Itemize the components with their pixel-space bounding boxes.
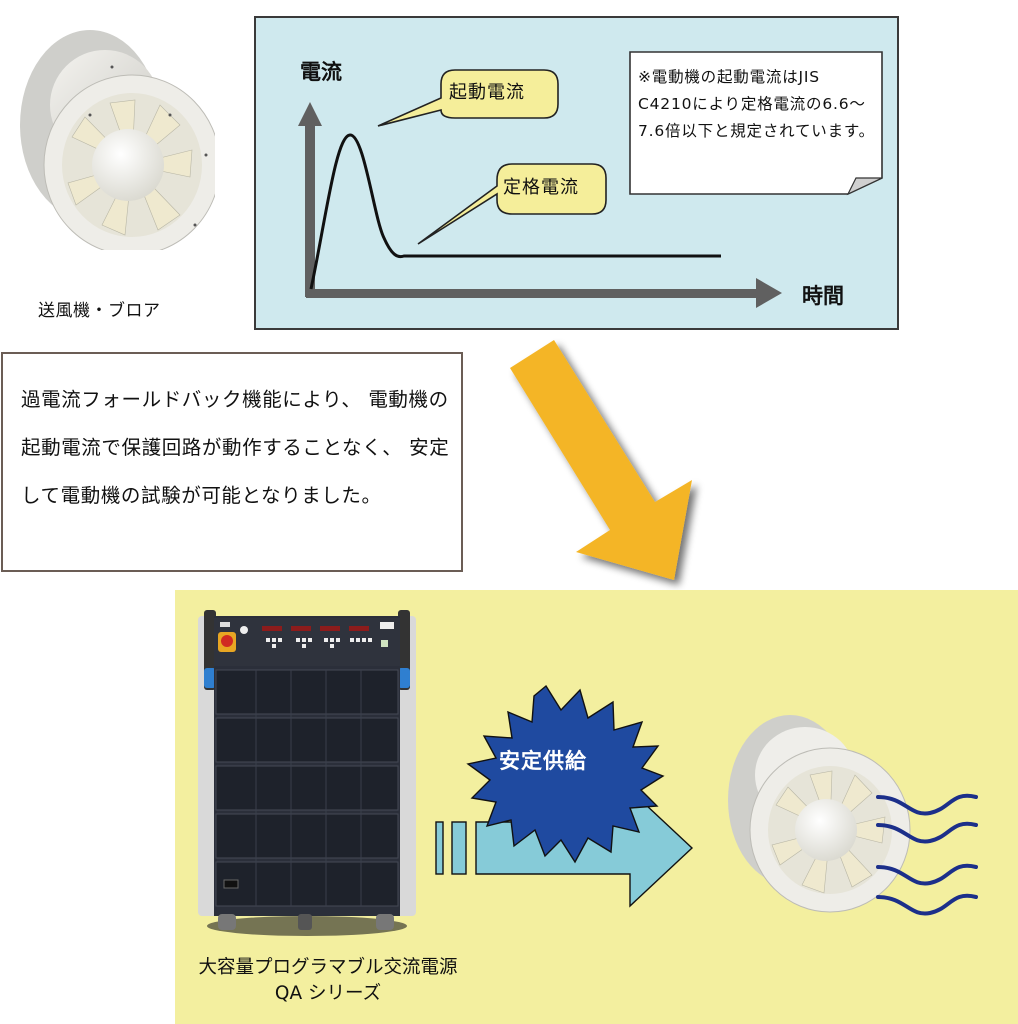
- burst-starburst-icon: [466, 684, 665, 864]
- flow-bar-2: [451, 821, 467, 875]
- power-supply-caption: 大容量プログラマブル交流電源 QA シリーズ: [178, 955, 478, 1007]
- rated-current-label: 定格電流: [503, 177, 579, 198]
- power-supply-caption-line2: QA シリーズ: [274, 983, 382, 1004]
- description-text: 過電流フォールドバック機能により、 電動機の起動電流で保護回路が動作することなく…: [21, 388, 450, 507]
- y-axis: [305, 122, 315, 297]
- power-supply-caption-line1: 大容量プログラマブル交流電源: [198, 957, 458, 978]
- blower-caption: 送風機・ブロア: [38, 301, 161, 321]
- blower-fan-image: [20, 30, 215, 250]
- wind-lines-icon: [876, 793, 978, 916]
- startup-current-label: 起動電流: [449, 82, 525, 103]
- standard-note-text: ※電動機の起動電流はJIS C4210により定格電流の6.6〜7.6倍以下と規定…: [638, 68, 875, 140]
- x-axis-label: 時間: [802, 284, 844, 308]
- y-axis-label: 電流: [300, 60, 342, 84]
- ac-power-supply-image: [198, 610, 416, 936]
- current-curve: [309, 133, 721, 290]
- blower-fan-output-image: [728, 715, 978, 916]
- current-time-graph: [298, 51, 883, 308]
- startup-current-chart: 電流 時間 起動電流 定格電流 ※電動機の起動電流はJIS C4210により定格…: [254, 16, 899, 330]
- down-right-arrow-icon: [510, 340, 692, 580]
- y-axis-arrow-icon: [298, 102, 322, 126]
- flow-bar-1: [435, 821, 444, 875]
- x-axis-arrow-icon: [756, 278, 782, 308]
- note-box: [629, 51, 883, 196]
- x-axis: [306, 289, 761, 298]
- description-box: 過電流フォールドバック機能により、 電動機の起動電流で保護回路が動作することなく…: [1, 352, 463, 572]
- stable-supply-label: 安定供給: [499, 749, 587, 773]
- startup-current-bubble: [377, 69, 559, 127]
- stable-supply-graphic: [435, 684, 694, 908]
- rated-current-bubble: [417, 163, 607, 245]
